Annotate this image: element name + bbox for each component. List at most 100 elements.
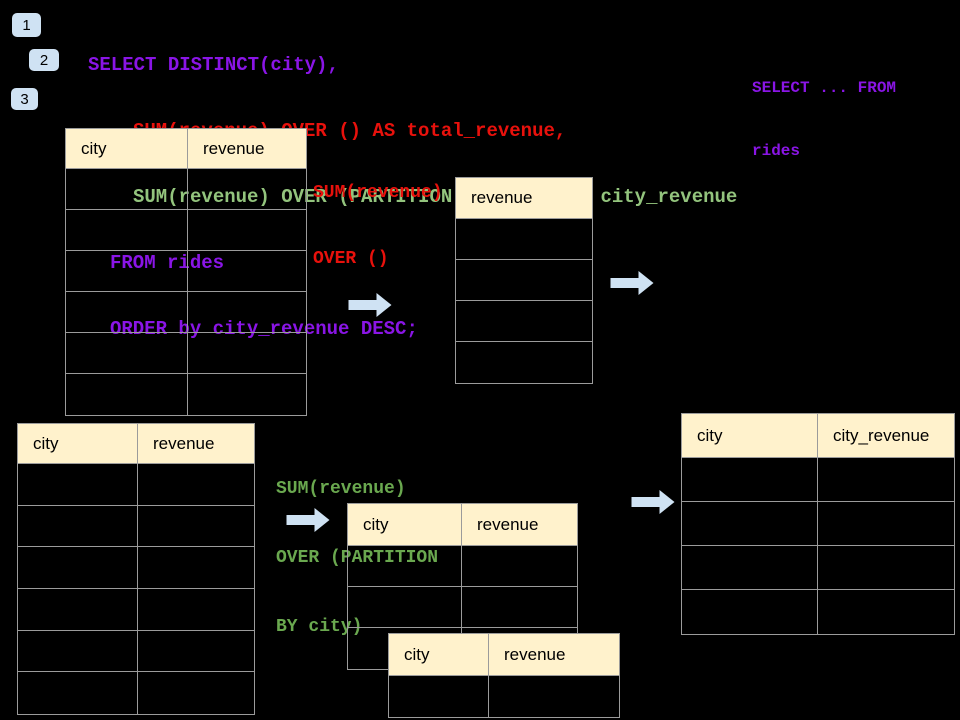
table-cell-empty	[462, 546, 577, 587]
table-cell-empty	[138, 631, 254, 673]
annotation-line: SUM(revenue)	[313, 183, 443, 203]
annotation-line: OVER (PARTITION	[276, 548, 439, 568]
arrow-right-icon	[348, 292, 393, 318]
table-row	[66, 292, 306, 333]
table-row	[66, 333, 306, 374]
annotation-line: BY city)	[276, 617, 363, 637]
table-cell-empty	[138, 547, 254, 590]
column-header-city: city	[389, 634, 489, 676]
table-header-row: revenue	[456, 178, 592, 219]
column-header-revenue: revenue	[462, 504, 577, 546]
table-cell-empty	[66, 374, 188, 415]
column-header-city: city	[66, 129, 188, 169]
table-row	[348, 546, 577, 587]
table-cell-empty	[138, 672, 254, 714]
annotation-line: SUM(revenue)	[276, 479, 406, 499]
table-cell-empty	[18, 464, 138, 506]
table-cell-empty	[818, 590, 954, 634]
sql-line-select: SELECT DISTINCT(city),	[88, 54, 339, 76]
table-cell-empty	[66, 169, 188, 210]
table-cell-empty	[348, 546, 462, 587]
table-cell-empty	[456, 219, 592, 260]
step-badge-1: 1	[12, 13, 41, 37]
table-cell-empty	[66, 333, 188, 374]
table-cell-empty	[66, 210, 188, 251]
arrow-right-icon	[631, 489, 676, 515]
table-cell-empty	[188, 169, 306, 210]
table-cell-empty	[188, 251, 306, 292]
table-row	[18, 589, 254, 631]
table-row	[18, 672, 254, 715]
step-badge-3: 3	[11, 88, 38, 110]
table-cell-empty	[682, 458, 818, 502]
table-cell-empty	[188, 374, 306, 415]
table-row	[456, 260, 592, 301]
arrow-right-icon	[610, 270, 655, 296]
table-cell-empty	[138, 464, 254, 506]
table-cell-empty	[138, 589, 254, 631]
table-cell-empty	[188, 210, 306, 251]
column-header-revenue: revenue	[456, 178, 592, 219]
table-cell-empty	[682, 546, 818, 590]
table-cell-empty	[818, 458, 954, 502]
table-cell-empty	[66, 251, 188, 292]
column-header-city: city	[348, 504, 462, 546]
table-total-revenue-result: revenue	[455, 177, 593, 384]
column-header-city: city	[18, 424, 138, 464]
table-row	[682, 502, 954, 546]
table-row	[66, 210, 306, 251]
column-header-city: city	[682, 414, 818, 458]
table-cell-empty	[456, 260, 592, 301]
column-header-revenue: revenue	[188, 129, 306, 169]
table-cell-empty	[18, 672, 138, 715]
arrow-right-icon	[286, 507, 331, 533]
table-row	[66, 169, 306, 210]
table-row	[389, 676, 619, 717]
table-cell-empty	[389, 676, 489, 717]
column-header-city_revenue: city_revenue	[818, 414, 954, 458]
table-cell-empty	[348, 587, 462, 628]
side-note-line: SELECT ... FROM	[752, 79, 897, 97]
annotation-line: OVER ()	[313, 249, 389, 269]
table-row	[18, 547, 254, 590]
sql-line-from: FROM rides	[110, 252, 225, 274]
table-row	[456, 301, 592, 342]
table-row	[456, 342, 592, 383]
table-row	[682, 546, 954, 590]
table-cell-empty	[818, 502, 954, 546]
table-cell-empty	[456, 301, 592, 342]
sql-line-order: ORDER by city_revenue DESC;	[110, 318, 418, 340]
table-row	[456, 219, 592, 260]
table-cell-empty	[18, 547, 138, 590]
table-row	[18, 630, 254, 673]
table-row	[682, 590, 954, 634]
annotation-partition: SUM(revenue) OVER (PARTITION BY city)	[276, 432, 438, 685]
side-note-select-from: SELECT ... FROM rides	[752, 36, 896, 204]
table-row	[66, 374, 306, 415]
table-cell-empty	[18, 589, 138, 631]
table-cell-empty	[682, 590, 818, 634]
table-cell-empty	[66, 292, 188, 333]
table-cell-empty	[682, 502, 818, 546]
table-cell-empty	[188, 292, 306, 333]
table-cell-empty	[818, 546, 954, 590]
table-row	[18, 505, 254, 548]
step-badge-2: 2	[29, 49, 59, 71]
table-row	[348, 587, 577, 628]
table-cell-empty	[188, 333, 306, 374]
table-cell-empty	[18, 505, 138, 548]
table-row	[66, 251, 306, 292]
annotation-total-revenue: SUM(revenue) OVER ()	[313, 138, 443, 314]
table-cell-empty	[462, 587, 577, 628]
